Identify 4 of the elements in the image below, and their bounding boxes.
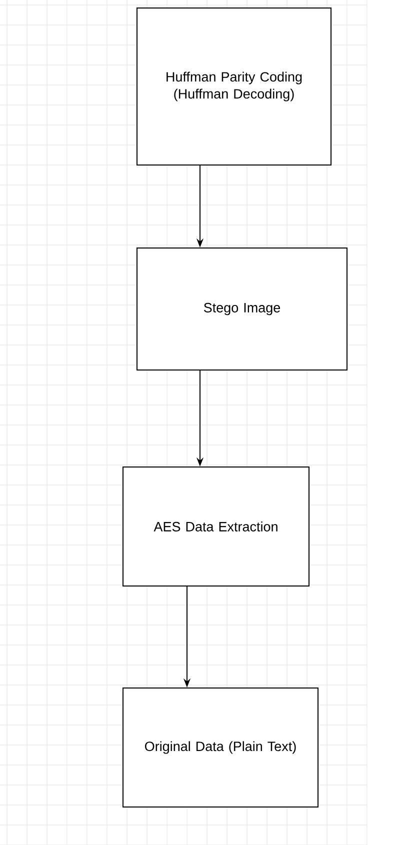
process-box: Original Data (Plain Text)	[122, 688, 318, 808]
process-box: Stego Image	[136, 248, 348, 370]
process-box: Huffman Parity Coding (Huffman Decoding)	[136, 8, 332, 166]
process-box: AES Data Extraction	[122, 466, 310, 586]
